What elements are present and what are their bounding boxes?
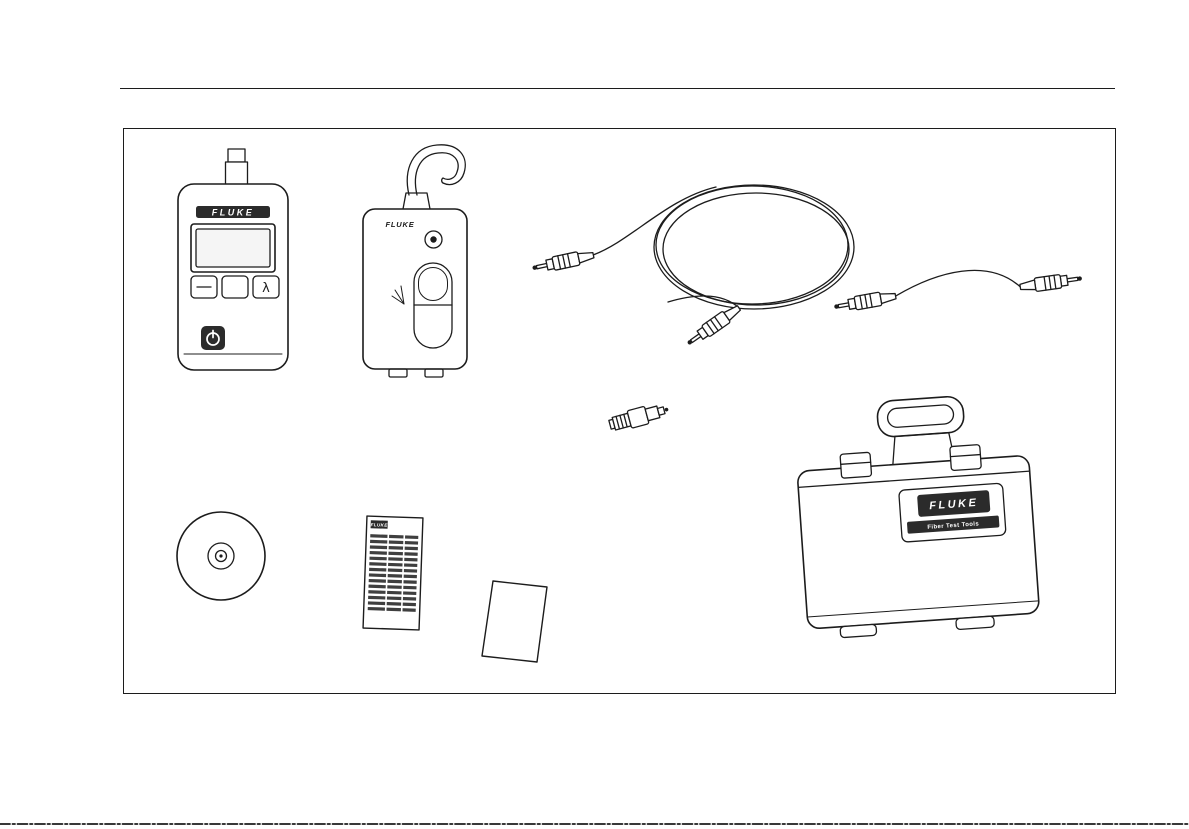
fiber-connector-b (687, 305, 742, 345)
carrying-case-illustration: FLUKE Fiber Test Tools (797, 395, 1040, 639)
fiber-connector-d (1019, 274, 1082, 292)
adapter-illustration (608, 405, 669, 431)
source-output-panel (413, 262, 453, 349)
lcd-display (190, 223, 276, 273)
case-latch-left (839, 451, 873, 479)
power-meter-illustration: FLUKE λ (177, 148, 289, 371)
case-lid-seam (797, 470, 1031, 488)
source-neck (402, 192, 431, 210)
long-patch-cable-illustration (532, 184, 855, 345)
case-latch-right (949, 444, 982, 472)
light-source-illustration: FLUKE (362, 144, 468, 378)
fluke-logo-meter-text: FLUKE (212, 208, 255, 218)
fiber-connector-c (834, 291, 897, 311)
case-foot-left (839, 623, 878, 639)
short-patch-cable-illustration (834, 269, 1082, 311)
fiber-connector-a (532, 251, 595, 271)
case-foot-right (955, 615, 995, 631)
laser-emission-icon (391, 285, 405, 305)
page-rule-bottom-dashed (0, 823, 1189, 825)
wavelength-button-label: λ (262, 281, 270, 296)
fluke-logo-case: FLUKE (929, 497, 979, 512)
short-cable-line (894, 269, 1021, 297)
source-power-button (424, 230, 443, 249)
content-frame: FLUKE λ (123, 128, 1116, 694)
fluke-logo-source: FLUKE (386, 220, 415, 229)
power-button (201, 326, 225, 350)
meter-button-2 (221, 275, 249, 299)
source-body (362, 208, 468, 370)
svg-text:FLUKE: FLUKE (371, 522, 389, 528)
reference-card-illustration: FLUKE (362, 515, 424, 631)
wavelength-button: λ (252, 275, 280, 299)
blank-card-illustration (481, 580, 548, 663)
meter-button-1 (190, 275, 218, 299)
meter-top-connector (224, 148, 249, 189)
source-foot-left (388, 368, 408, 378)
cd-illustration (176, 511, 266, 601)
hanging-hook-icon (406, 144, 466, 196)
card-table (367, 533, 419, 614)
case-label-plate: FLUKE Fiber Test Tools (898, 482, 1007, 543)
page-rule-top (120, 88, 1115, 89)
fluke-logo-meter: FLUKE (196, 206, 270, 218)
card-logo: FLUKE (370, 520, 389, 529)
cable-exit (667, 295, 740, 309)
source-foot-right (424, 368, 444, 378)
cable-coil (653, 184, 855, 310)
case-handle-mount (892, 432, 956, 466)
case-base-seam (806, 600, 1040, 618)
case-handle (876, 395, 965, 438)
cable-entry (592, 186, 717, 256)
case-label-text: Fiber Test Tools (927, 521, 979, 531)
